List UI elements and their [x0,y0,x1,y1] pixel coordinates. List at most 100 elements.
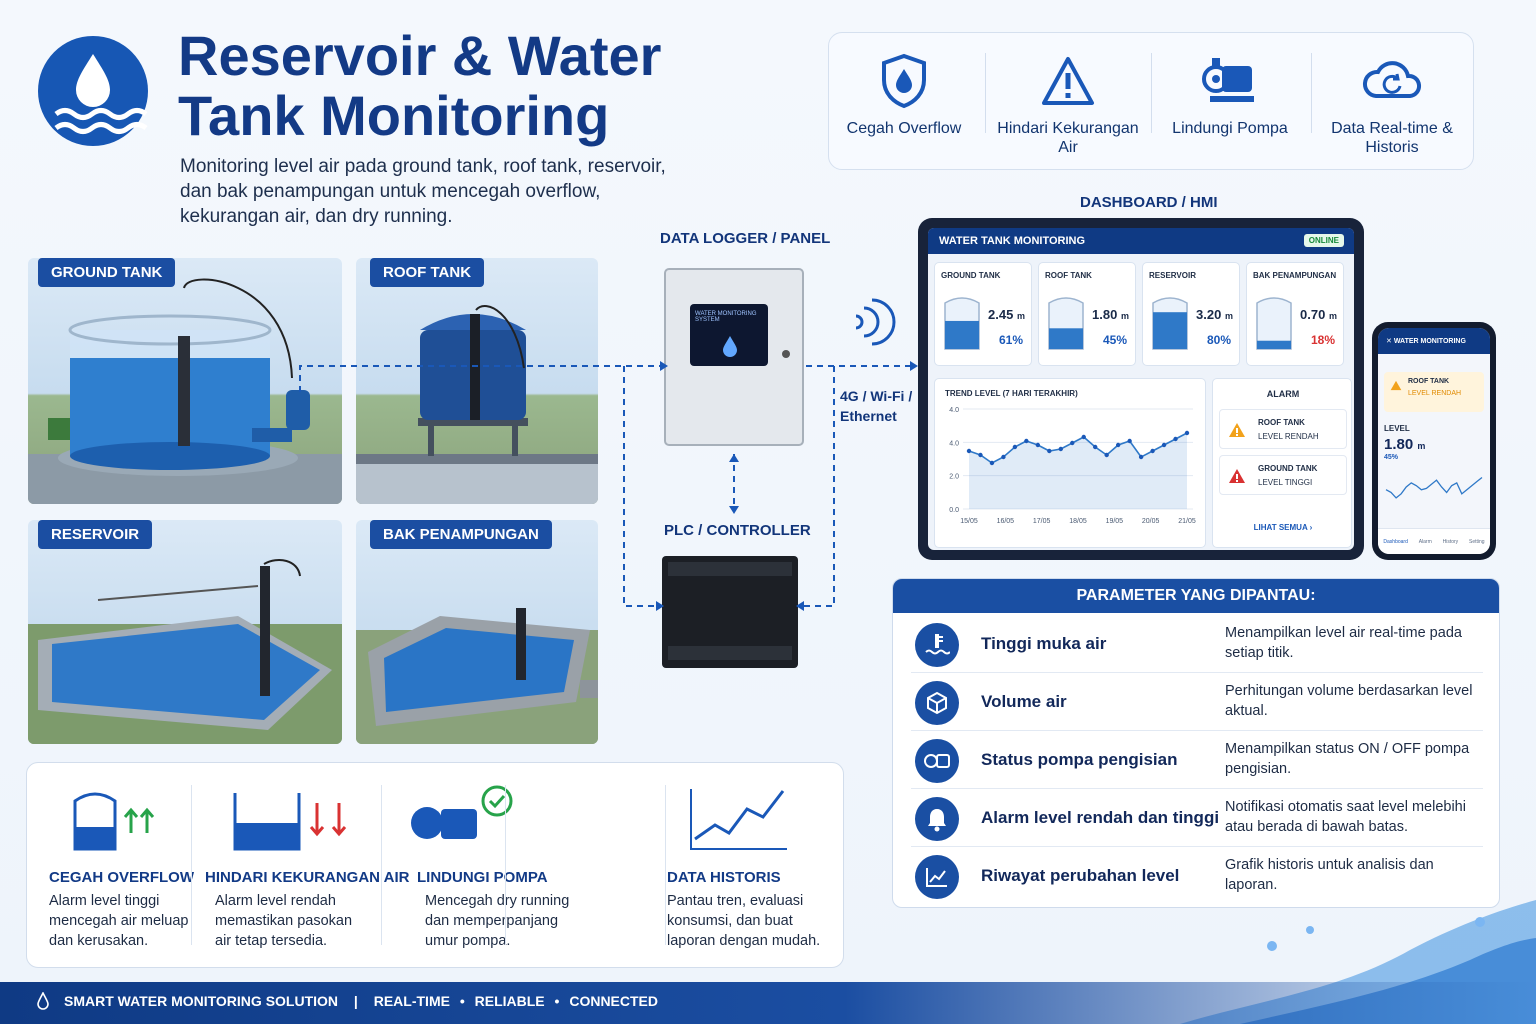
dashboard-header: WATER TANK MONITORING ONLINE [928,228,1354,254]
cloud-sync-icon [1363,61,1421,98]
tank-fill-level [1257,340,1291,349]
bell-icon [915,797,959,841]
alarm-title: ALARM [1266,389,1300,399]
footer: SMART WATER MONITORING SOLUTION | REAL-T… [0,982,1536,1024]
benefit-title: CEGAH OVERFLOW [49,869,194,886]
footer-separator: | [353,993,358,1009]
tank-label: GROUND TANK [38,258,176,287]
trend-point [1138,454,1144,460]
trend-point [1012,444,1018,450]
trend-point [1161,442,1167,448]
nav-setting[interactable]: Setting [1468,538,1485,545]
benefit-desc: Alarm level rendah memastikan pasokan ai… [215,893,353,949]
nav-history[interactable]: History [1442,538,1459,545]
parameter-row: Riwayat perubahan level Grafik historis … [911,847,1483,905]
trend-point [1093,444,1098,450]
benefit-strip: Cegah Overflow Hindari Kekurangan Air Li… [828,32,1474,170]
benefit-pump: Lindungi Pompa [1155,51,1305,138]
benefits-panel: CEGAH OVERFLOW Alarm level tinggi menceg… [26,762,844,968]
parameter-desc: Notifikasi otomatis saat level melebihi … [1225,799,1466,835]
dashboard-screen: WATER TANK MONITORING ONLINE GROUND TANK… [928,228,1354,550]
x-tick-label: 17/05 [1033,518,1051,525]
trend-point [989,460,995,466]
benefit-title: HINDARI KEKURANGAN AIR [205,869,410,886]
alarm-item[interactable]: GROUND TANK LEVEL TINGGI [1219,455,1347,495]
nav-alarm[interactable]: Alarm [1418,538,1432,545]
benefit-desc: Alarm level tinggi mencegah air meluap d… [49,893,189,949]
alarm-item[interactable]: ROOF TANK LEVEL RENDAH [1219,409,1347,449]
tank-fill-level [1049,328,1083,349]
mobile-phone: ✕ WATER MONITORING ROOF TANK LEVEL RENDA… [1372,322,1496,560]
tank-level-gauge [944,297,980,350]
trend-point [966,448,972,454]
tile-percent: 80% [1206,333,1231,347]
tile-level: 1.80 m [1092,307,1129,322]
benefit-label: Lindungi Pompa [1172,120,1288,137]
benefit-label: Data Real-time & Historis [1331,120,1453,156]
network-label: 4G / Wi-Fi / Ethernet [840,388,913,424]
trend-point [978,452,983,458]
pump-icon [915,739,959,783]
parameter-desc: Perhitungan volume berdasarkan level akt… [1225,683,1473,719]
tile-percent: 61% [998,333,1023,347]
parameter-row: Alarm level rendah dan tinggi Notifikasi… [911,789,1483,847]
phone-alert-line1: ROOF TANK [1408,378,1450,385]
nav-dashboard[interactable]: Dashboard [1383,538,1408,545]
history-chart-icon [690,789,787,850]
water-drop-icon [37,992,49,1010]
x-tick-label: 18/05 [1069,518,1087,525]
ground-tank-illustration [28,278,342,504]
tank-overflow-icon [73,792,155,851]
dashboard-title: WATER TANK MONITORING [939,235,1086,247]
tank-label: RESERVOIR [38,520,153,549]
benefit-overflow: Cegah Overflow [829,51,979,138]
trend-point [1035,442,1041,448]
trend-area [969,433,1187,509]
tank-level-gauge [1048,297,1084,350]
parameter-desc: Grafik historis untuk analisis dan lapor… [1225,857,1434,893]
trend-point [1173,436,1178,442]
tank-tile[interactable]: RESERVOIR 3.20 m 80% [1142,262,1240,366]
x-tick-label: 15/05 [960,518,978,525]
footer-tag: RELIABLE [474,993,545,1009]
cube-icon [915,681,959,725]
phone-nav: Dashboard Alarm History Setting [1378,528,1490,554]
alarm-card: ALARM ROOF TANK LEVEL RENDAH GROUND TANK… [1212,378,1352,548]
parameter-title: PARAMETER YANG DIPANTAU: [893,579,1499,613]
trend-chart-icon [915,855,959,899]
x-tick-label: 21/05 [1178,518,1196,525]
phone-trend-line [1385,476,1483,499]
tank-tile[interactable]: GROUND TANK 2.45 m 61% [934,262,1032,366]
see-all-link[interactable]: LIHAT SEMUA › [1253,523,1313,532]
page-subtitle: Monitoring level air pada ground tank, r… [180,156,666,227]
tile-percent: 18% [1310,333,1335,347]
tile-level: 0.70 m [1300,307,1337,322]
trend-point [1081,434,1086,440]
water-drop-icon [54,54,148,134]
alarm-critical-icon [1229,469,1245,483]
bak-illustration [356,608,598,744]
phone-trend-chart [1385,476,1483,499]
status-badge: ONLINE [1303,234,1344,247]
footer-tag: CONNECTED [569,993,658,1009]
pump-icon [1202,58,1254,102]
warning-icon [1229,423,1245,437]
y-tick-label: 0.0 [949,507,959,514]
x-tick-label: 20/05 [1142,518,1160,525]
phone-alert[interactable]: ROOF TANK LEVEL RENDAH [1384,372,1484,412]
parameter-name: Alarm level rendah dan tinggi [981,808,1220,827]
tank-tile[interactable]: BAK PENAMPUNGAN 0.70 m 18% [1246,262,1344,366]
parameter-name: Tinggi muka air [981,634,1107,653]
tank-label: ROOF TANK [370,258,485,287]
bak-penampungan-panel: BAK PENAMPUNGAN [356,520,598,744]
benefit-label: Cegah Overflow [846,120,962,137]
tank-tile[interactable]: ROOF TANK 1.80 m 45% [1038,262,1136,366]
trend-point [1127,438,1132,444]
dashboard-label: DASHBOARD / HMI [1080,194,1218,211]
shield-water-icon [882,53,926,109]
parameter-row: Volume air Perhitungan volume berdasarka… [911,673,1483,731]
logo [38,36,148,146]
trend-point [1058,446,1063,452]
parameter-desc: Menampilkan level air real-time pada set… [1225,625,1462,661]
